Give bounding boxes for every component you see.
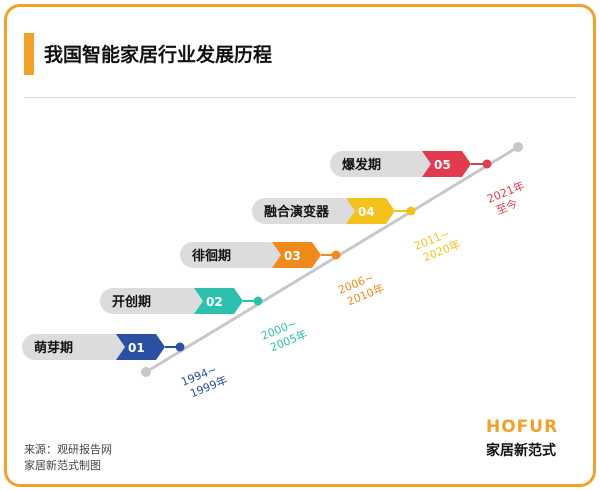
stage-name: 融合演变器 [264, 204, 330, 220]
timeline-end-dot [513, 142, 523, 152]
stage-name: 萌芽期 [34, 340, 73, 356]
stage-period: 1994~1999年 [179, 361, 229, 402]
stage-dot [253, 296, 263, 306]
timeline-line [145, 145, 519, 374]
stage-number: 02 [206, 295, 223, 309]
source-line: 来源：观研报告网 [24, 443, 112, 456]
stage-1: 萌芽期 01 1994~1999年 [22, 334, 229, 402]
stage-number: 03 [284, 249, 301, 263]
stage-pill [180, 242, 282, 268]
stage-period: 2006~2010年 [336, 269, 386, 310]
stage-name: 开创期 [112, 294, 151, 310]
stage-number-badge [422, 151, 471, 177]
stage-pill [252, 198, 356, 224]
stage-name: 爆发期 [342, 157, 381, 173]
stage-number: 01 [128, 341, 145, 355]
stage-5: 爆发期 05 2021年至今 [330, 151, 532, 219]
stage-number-badge [272, 242, 321, 268]
stage-dot [406, 206, 416, 216]
stage-period: 2021年至今 [485, 178, 532, 219]
stage-period: 2000~2005年 [259, 315, 309, 356]
stage-pill [100, 288, 204, 314]
credit-line: 家居新范式制图 [24, 459, 101, 472]
title-divider [24, 97, 576, 98]
stage-period: 2011~2020年 [412, 225, 462, 266]
stage-pill [330, 151, 432, 177]
stage-4: 融合演变器 04 2011~2020年 [252, 198, 462, 266]
page-title: 我国智能家居行业发展历程 [44, 44, 273, 66]
title-accent-bar [24, 33, 34, 75]
stage-dot [482, 159, 492, 169]
stage-number: 04 [358, 205, 375, 219]
stage-name: 徘徊期 [192, 248, 231, 264]
stage-number: 05 [434, 158, 451, 172]
stage-number-badge [346, 198, 395, 224]
stage-dot [331, 250, 341, 260]
stage-number-badge [116, 334, 165, 360]
stages-layer: 萌芽期 01 1994~1999年 开创期 02 2000~2005年 徘徊期 03 2006~… [22, 151, 532, 402]
stage-dot [175, 342, 185, 352]
brand-name: 家居新范式 [486, 443, 556, 459]
stage-number-badge [194, 288, 243, 314]
stage-pill [22, 334, 126, 360]
stage-2: 开创期 02 2000~2005年 [100, 288, 309, 356]
brand-logo-text: HOFUR [486, 417, 559, 437]
timeline-start-dot [141, 367, 151, 377]
